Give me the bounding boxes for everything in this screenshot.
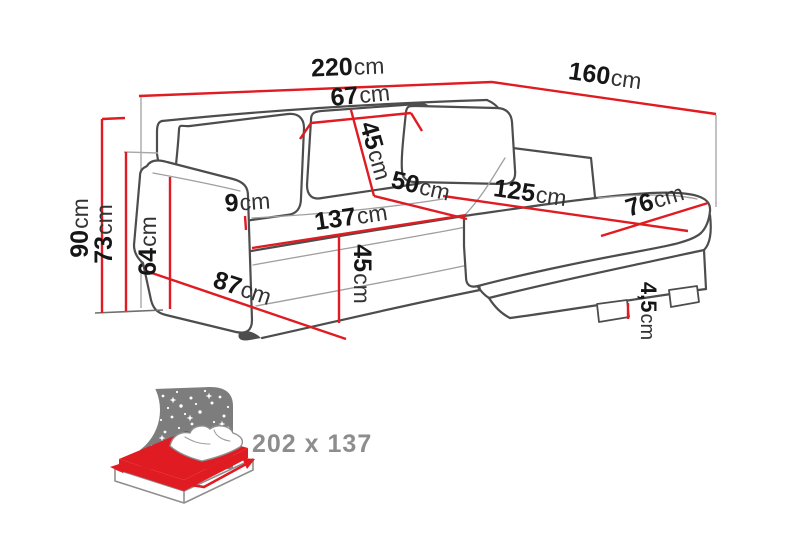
seat-back-seam	[251, 198, 444, 219]
chaise-base-left-edge	[487, 296, 512, 320]
corner-seam	[463, 157, 506, 217]
right-back-wall	[503, 145, 597, 199]
extension-tick-armrest	[123, 151, 159, 154]
dim-label-armrest-depth: 87cm	[210, 266, 275, 311]
fold-out-bed-icon	[110, 425, 255, 504]
unfold-arrow-left	[116, 467, 206, 489]
dim-line-chaise-length	[442, 194, 689, 233]
dim-line-seat-width	[251, 213, 467, 250]
dim-line-total-width	[138, 80, 493, 98]
dim-label-total-depth: 160cm	[567, 57, 644, 95]
dim-label-seat-height: 45cm	[348, 244, 376, 303]
dim-line-total-height	[100, 116, 126, 313]
mattress-side-right	[184, 448, 248, 491]
back-frame-left-edge	[155, 119, 164, 174]
dim-line-total-depth	[491, 80, 717, 116]
dim-label-seat-width: 137cm	[313, 198, 390, 236]
sleeping-function-icon: 202 x 137	[60, 360, 372, 504]
dim-line-armrest-top-width	[243, 215, 248, 231]
mattress-side-left	[119, 459, 184, 491]
chaise-pad-seam	[597, 194, 698, 200]
chaise-end-edge	[702, 213, 712, 252]
extension-tick-bottom	[94, 309, 164, 314]
unfold-arrow-right-head	[242, 458, 255, 469]
dimension-lines	[100, 80, 717, 341]
dim-label-armrest-top-width: 9cm	[224, 186, 271, 217]
dim-label-backrest-height: 64cm	[134, 216, 162, 275]
dim-line-back-cushion-height	[349, 109, 376, 197]
unfold-arrow-left-head	[110, 462, 125, 473]
chaise-seat-surface	[462, 191, 712, 288]
back-cushion-corner	[400, 104, 517, 186]
chaise-leg-rear	[668, 285, 700, 308]
dim-label-total-height: 90cm	[66, 198, 94, 257]
chaise-band-bottom-edge	[487, 248, 706, 300]
left-armrest	[132, 159, 254, 334]
chaise-leg-front	[596, 299, 630, 323]
dim-line-corner-seat-depth	[373, 194, 468, 221]
dim-line-armrest-depth	[145, 269, 347, 341]
unfold-arrow-right	[202, 461, 250, 489]
extension-lines	[94, 115, 717, 314]
front-face-seam-upper	[252, 226, 467, 266]
back-frame-top-edge	[160, 98, 489, 123]
base-bottom-edge	[260, 288, 482, 340]
dimension-labels: 220cm 160cm 90cm 73cm 64cm 67cm 45cm 50c…	[66, 52, 687, 341]
bedding-folds	[184, 429, 231, 445]
dim-label-chaise-length: 125cm	[492, 174, 569, 212]
chaise-base-right-edge	[702, 248, 708, 291]
dim-label-back-cushion-width: 67cm	[329, 78, 391, 112]
dim-line-back-cushion-width	[299, 111, 424, 140]
dim-label-leg-height: 4,5cm	[636, 282, 661, 340]
dim-label-total-width: 220cm	[310, 52, 384, 83]
front-face-seam-lower	[255, 262, 478, 307]
chaise-band-left-edge	[476, 285, 491, 300]
moon-crescent-icon	[60, 360, 160, 460]
armrest-top-seam	[152, 172, 241, 192]
sleeping-size-label: 202 x 137	[252, 430, 372, 458]
dim-label-armrest-height: 73cm	[90, 204, 118, 263]
dim-line-chaise-width	[600, 201, 709, 238]
sofa-outline	[132, 98, 712, 341]
